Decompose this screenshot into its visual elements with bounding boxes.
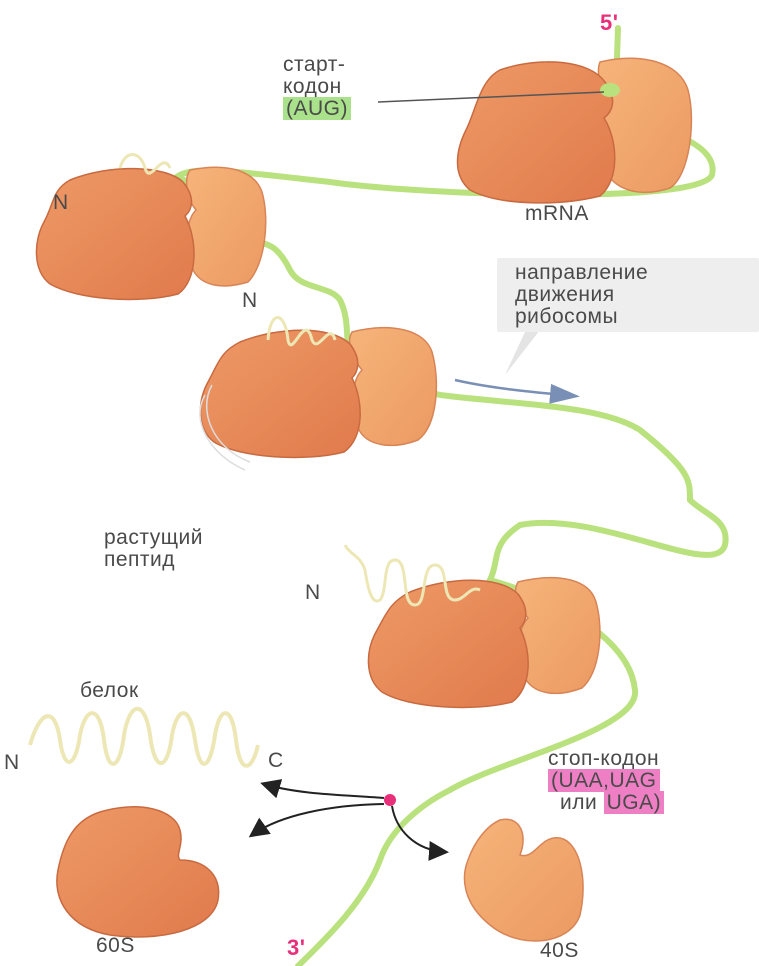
start-codon-line-1: старт- xyxy=(283,54,351,76)
five-prime-label: 5' xyxy=(600,12,618,34)
growing-peptide-label: растущий пептид xyxy=(104,527,203,571)
n-terminus-label: N xyxy=(242,290,258,312)
ribosome-small-subunit xyxy=(187,167,266,286)
ribosome-large-subunit xyxy=(36,169,194,300)
stop-codon-marker xyxy=(384,794,396,806)
ribosome-small-subunit xyxy=(516,578,600,694)
ribosome-initiation xyxy=(378,58,691,203)
start-codon-marker xyxy=(600,83,620,97)
release-arrow-protein xyxy=(264,784,384,798)
ribosome-elongation-2 xyxy=(200,318,436,471)
c-terminus-label: C xyxy=(268,750,284,772)
subunit-40s xyxy=(464,819,583,941)
three-prime-label: 3' xyxy=(287,937,305,959)
growing-peptide-line-2: пептид xyxy=(104,549,203,571)
stop-codon-label: стоп-кодон (UAA,UAG или UGA) xyxy=(548,748,664,814)
n-terminus-label: N xyxy=(4,752,20,774)
start-codon-label: старт- кодон (AUG) xyxy=(283,54,351,120)
stop-codon-line-2: (UAA,UAG xyxy=(548,769,660,792)
ribosome-small-subunit xyxy=(350,328,437,446)
n-terminus-label: N xyxy=(53,192,69,214)
growing-peptide-line-1: растущий xyxy=(104,527,203,549)
ribosome-large-subunit xyxy=(368,580,528,707)
direction-callout-pointer xyxy=(505,330,540,375)
stop-codon-line-1: стоп-кодон xyxy=(548,748,664,770)
ribosome-large-subunit xyxy=(458,62,615,203)
mrna-label: mRNA xyxy=(525,203,589,225)
release-arrow-60s xyxy=(252,804,384,835)
n-terminus-label: N xyxy=(305,582,321,604)
protein-label: белок xyxy=(80,680,139,702)
direction-line-1: направление xyxy=(515,262,648,284)
direction-line-2: движения xyxy=(515,284,648,306)
small-subunit-label: 40S xyxy=(540,940,579,962)
start-codon-line-2: кодон xyxy=(283,76,351,98)
direction-label: направление движения рибосомы xyxy=(515,262,648,328)
ribosome-elongation-1 xyxy=(36,155,265,300)
direction-line-3: рибосомы xyxy=(515,306,648,328)
ribosome-elongation-3 xyxy=(345,545,600,707)
released-protein xyxy=(30,709,258,766)
ribosome-large-subunit xyxy=(200,330,360,457)
stop-codon-line-3: или xyxy=(560,791,597,814)
start-codon-line-3: (AUG) xyxy=(283,97,351,120)
large-subunit-label: 60S xyxy=(96,935,135,957)
subunit-60s xyxy=(57,807,219,937)
direction-arrow xyxy=(455,380,575,396)
stop-codon-line-4: UGA) xyxy=(604,791,665,814)
